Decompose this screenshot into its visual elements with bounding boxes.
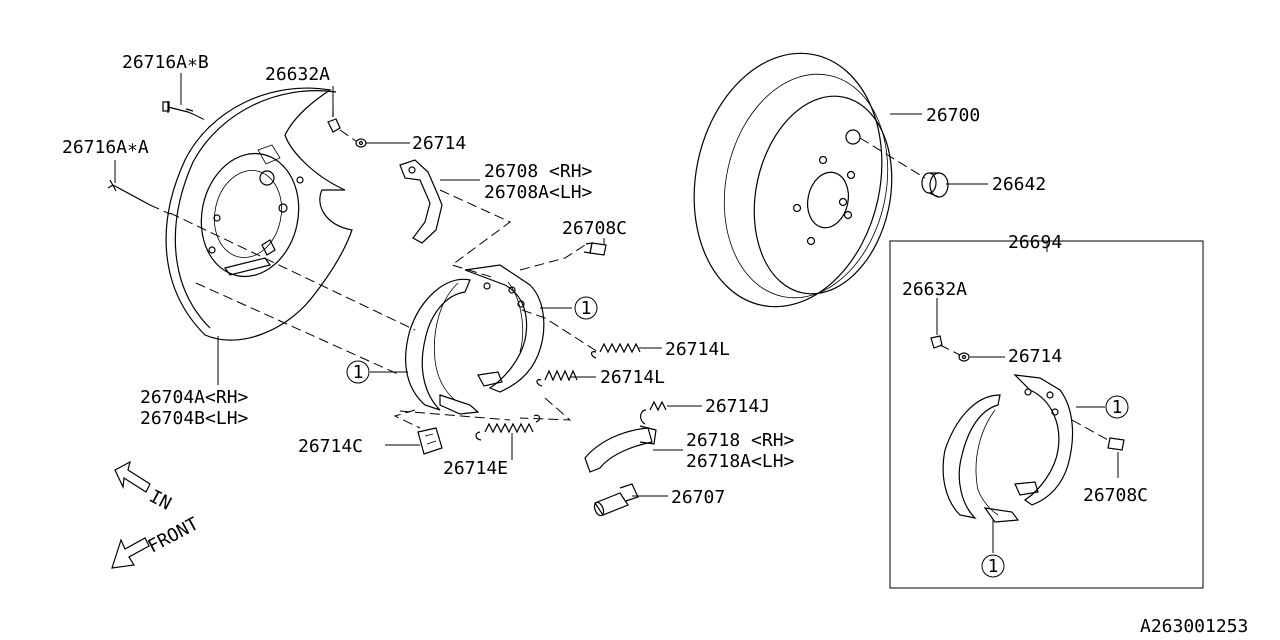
kit-shoe-assembly-part[interactable] <box>942 374 1074 523</box>
label-26704b-lh: 26704B<LH> <box>140 408 249 429</box>
brake-rotor-26700-part[interactable] <box>671 36 909 325</box>
bolt-26716ab-part[interactable] <box>162 101 196 116</box>
spring-26714e-part[interactable] <box>475 414 541 441</box>
label-26716ab: 26716A∗B <box>122 52 209 73</box>
front-arrow-label: FRONT <box>144 513 202 557</box>
label-26704a-rh: 26704A<RH> <box>140 387 249 408</box>
bolt-26716aa-part[interactable] <box>107 179 151 206</box>
kit-clip-26632a-part[interactable] <box>930 335 943 349</box>
plug-26642-part[interactable] <box>921 172 949 198</box>
label-kit-26632a: 26632A <box>902 279 967 300</box>
washer-26714-part[interactable] <box>355 138 367 148</box>
kit-washer-26714-part[interactable] <box>958 352 970 362</box>
brake-shoe-assembly-part[interactable] <box>405 264 545 415</box>
spring-26714l-lower-part[interactable] <box>536 369 578 387</box>
callout-number: 1 <box>1112 397 1123 418</box>
callout-number: 1 <box>353 362 364 383</box>
label-26707: 26707 <box>671 487 725 508</box>
label-kit-26708c: 26708C <box>1083 485 1148 506</box>
label-26714e: 26714E <box>443 458 508 479</box>
strut-26718-part[interactable] <box>584 425 657 473</box>
callout-1-kit-bottom: 1 <box>981 554 1005 578</box>
label-26694: 26694 <box>1008 232 1062 253</box>
label-26714j: 26714J <box>705 396 770 417</box>
callout-1-left: 1 <box>346 360 370 384</box>
label-26708a-lh: 26708A<LH> <box>484 182 593 203</box>
clip-26714c-part[interactable] <box>417 427 443 455</box>
label-26716aa: 26716A∗A <box>62 137 149 158</box>
label-kit-26714: 26714 <box>1008 346 1062 367</box>
label-26642: 26642 <box>992 174 1046 195</box>
callout-number: 1 <box>988 556 999 577</box>
label-26714l-upper: 26714L <box>665 339 730 360</box>
callout-number: 1 <box>581 298 592 319</box>
kit-pin-26708c-part[interactable] <box>1107 437 1125 451</box>
spring-26714l-upper-part[interactable] <box>590 342 641 359</box>
diagram-code: A263001253 <box>1140 616 1248 637</box>
backing-plate-part[interactable] <box>165 87 353 341</box>
spring-26714j-part[interactable] <box>640 400 667 425</box>
label-26714c: 26714C <box>298 436 363 457</box>
pin-26708c-part[interactable] <box>583 242 607 256</box>
in-arrow-label: IN <box>146 486 175 515</box>
label-26714l-lower: 26714L <box>600 367 665 388</box>
label-26718a-lh: 26718A<LH> <box>686 451 795 472</box>
label-26714: 26714 <box>412 133 466 154</box>
label-26708-rh: 26708 <RH> <box>484 161 593 182</box>
label-26708c: 26708C <box>562 218 627 239</box>
label-26700: 26700 <box>926 105 980 126</box>
adjuster-26707-part[interactable] <box>593 483 639 517</box>
in-arrow-icon: IN <box>114 460 175 515</box>
clip-26632a-part[interactable] <box>327 111 341 133</box>
callout-1-kit-right: 1 <box>1105 395 1129 419</box>
label-26632a: 26632A <box>265 64 330 85</box>
parking-lever-26708-part[interactable] <box>399 159 443 244</box>
callout-1-upper: 1 <box>574 296 598 320</box>
label-26718-rh: 26718 <RH> <box>686 430 795 451</box>
front-arrow-icon: FRONT <box>111 513 202 569</box>
